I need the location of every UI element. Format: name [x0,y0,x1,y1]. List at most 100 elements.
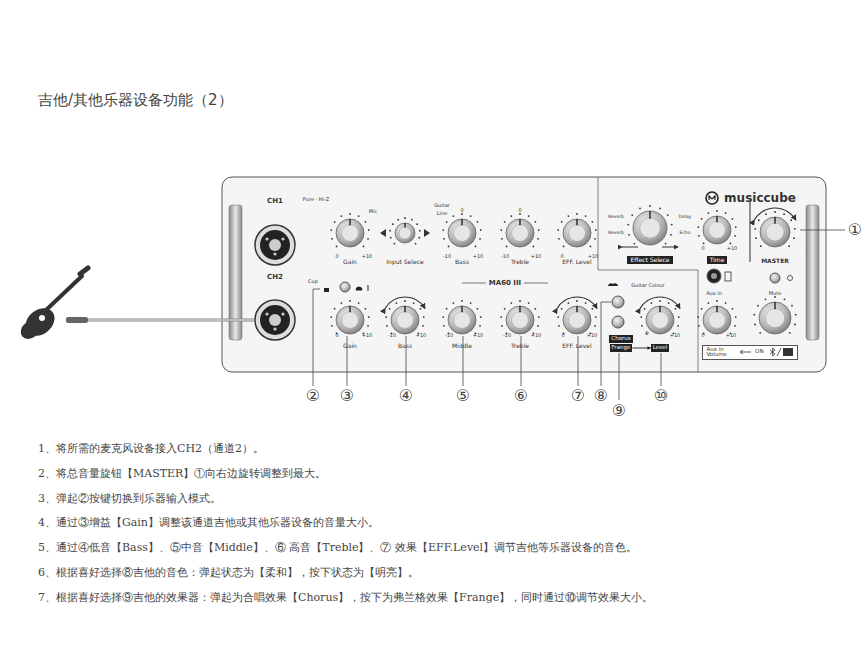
instruction-text: 1、将所需的麦克风设备接入CH2（通道2）。 [38,443,264,454]
jack-label: Aux in [706,291,722,296]
panel-divider [749,202,750,262]
rotary-knob [697,210,736,244]
mute-button [770,273,793,283]
label-box: Frange [610,344,633,352]
combo-jack [255,300,295,340]
brand-name: musiccube [724,192,796,204]
button-label: Guitar Colour [631,283,664,288]
label-box: Time [707,256,728,264]
knob-label: Bass [455,259,469,265]
scale-mark: +10 [531,254,542,259]
box-text: ON [755,349,763,355]
instruction-text: 6、根据喜好选择⑧吉他的音色：弹起状态为【柔和】，按下状态为【明亮】。 [38,567,419,578]
scale-mark: 0 [518,208,521,213]
callout-number: ⑧ [594,388,608,404]
label-box: Effect Selece [627,256,672,264]
label-box: Aux in Volume ON [702,345,797,360]
rotary-knob [500,300,539,334]
knob-label: Gain [343,343,357,349]
box-text: Aux in Volume [706,347,735,358]
scale-mark: +10 [362,254,373,259]
channel-label: CH2 [267,274,283,281]
scale-mark: -10 [443,254,451,259]
button-label: Mute [769,291,782,296]
scale-mark: 0 [335,254,338,259]
scale-mark: 0 [560,254,563,259]
mode-label: Pure · Hi-Z [303,197,329,202]
knob-label: Input Selece [386,259,423,265]
selector-arrow [622,247,678,248]
guitar-icon [17,268,88,343]
instruction-text: 5、通过④低音【Bass】、⑤中音【Middle】、⑥ 高音【Treble】、⑦… [38,542,637,553]
push-button [612,316,624,328]
callout-number: ⑤ [456,388,470,404]
connector-arrow [632,348,650,349]
effect-mode: Delay [679,215,692,220]
scale-mark: +10 [531,333,542,338]
instruction-text: 3、弹起②按键切换到乐器输入模式。 [38,493,221,504]
button-label: Cup [308,279,318,284]
effect-mode: Reverb [608,231,624,236]
rotary-knob [389,217,420,244]
knob-label: Treble [511,343,529,349]
knob-label: EFF. Level [562,343,591,349]
box-text: Time [710,257,725,263]
knob-label: MASTER [761,258,789,264]
rotary-knob [753,296,796,334]
scale-mark: -10 [501,254,509,259]
scale-mark: -10 [445,333,453,338]
callout-number: ① [848,222,862,238]
scale-mark: +10 [473,333,484,338]
rotary-knob [500,213,539,247]
scale-mark: +10 [727,246,738,251]
scale-mark: 0 [460,208,463,213]
rotary-knob [442,213,481,247]
rotary-knob [557,213,596,247]
rotary-knob [557,297,597,334]
label-box: Level [651,344,670,352]
instruction-text: 7、根据喜好选择⑨吉他的效果器：弹起为合唱效果【Chorus】，按下为弗兰格效果… [38,592,653,603]
rotary-knob [640,297,680,334]
leader-line [619,353,620,400]
callout-number: ③ [340,388,354,404]
scale-mark: +10 [362,333,373,338]
callout-number: ④ [399,388,413,404]
leader-line [313,289,320,386]
knob-label: Treble [511,259,529,265]
rotary-knob [442,300,481,334]
rotary-knob [385,297,425,334]
mode-label: Guitar [434,203,450,208]
rotary-knob [330,300,369,334]
mode-label: Line [437,211,447,216]
knob-label: Middle [452,343,472,349]
label-box: Chorus [609,335,632,343]
combo-jack [255,225,295,265]
side-bar [806,205,819,340]
scale-mark: 0 [335,333,338,338]
leader-line [800,230,845,231]
scale-mark: 0 [701,246,704,251]
callout-number: ⑥ [514,388,528,404]
scale-mark: 0 [561,333,564,338]
panel-divider [598,177,698,372]
channel-label: CH1 [267,198,283,205]
scale-mark: 0 [645,331,648,336]
push-button [612,296,624,308]
scale-mark: +10 [587,333,598,338]
brand-logo [706,192,718,204]
knob-label: EFF. Level [562,259,591,265]
page-title: 吉他/其他乐器设备功能（2） [38,93,233,108]
scale-mark: 0 [701,333,704,338]
mode-label: Mic [369,209,377,214]
rotary-knob [697,300,736,334]
rotary-knob [627,205,672,245]
effect-mode: Echo [680,231,691,236]
scale-mark: -10 [503,333,511,338]
box-text: Level [653,345,668,351]
knob-label: Bass [398,343,412,349]
callout-number: ⑩ [654,388,668,404]
effect-mode: Reverb [608,215,624,220]
callout-number: ⑦ [571,388,585,404]
instrument-cable [66,317,254,323]
bluetooth-symbol [768,347,794,357]
